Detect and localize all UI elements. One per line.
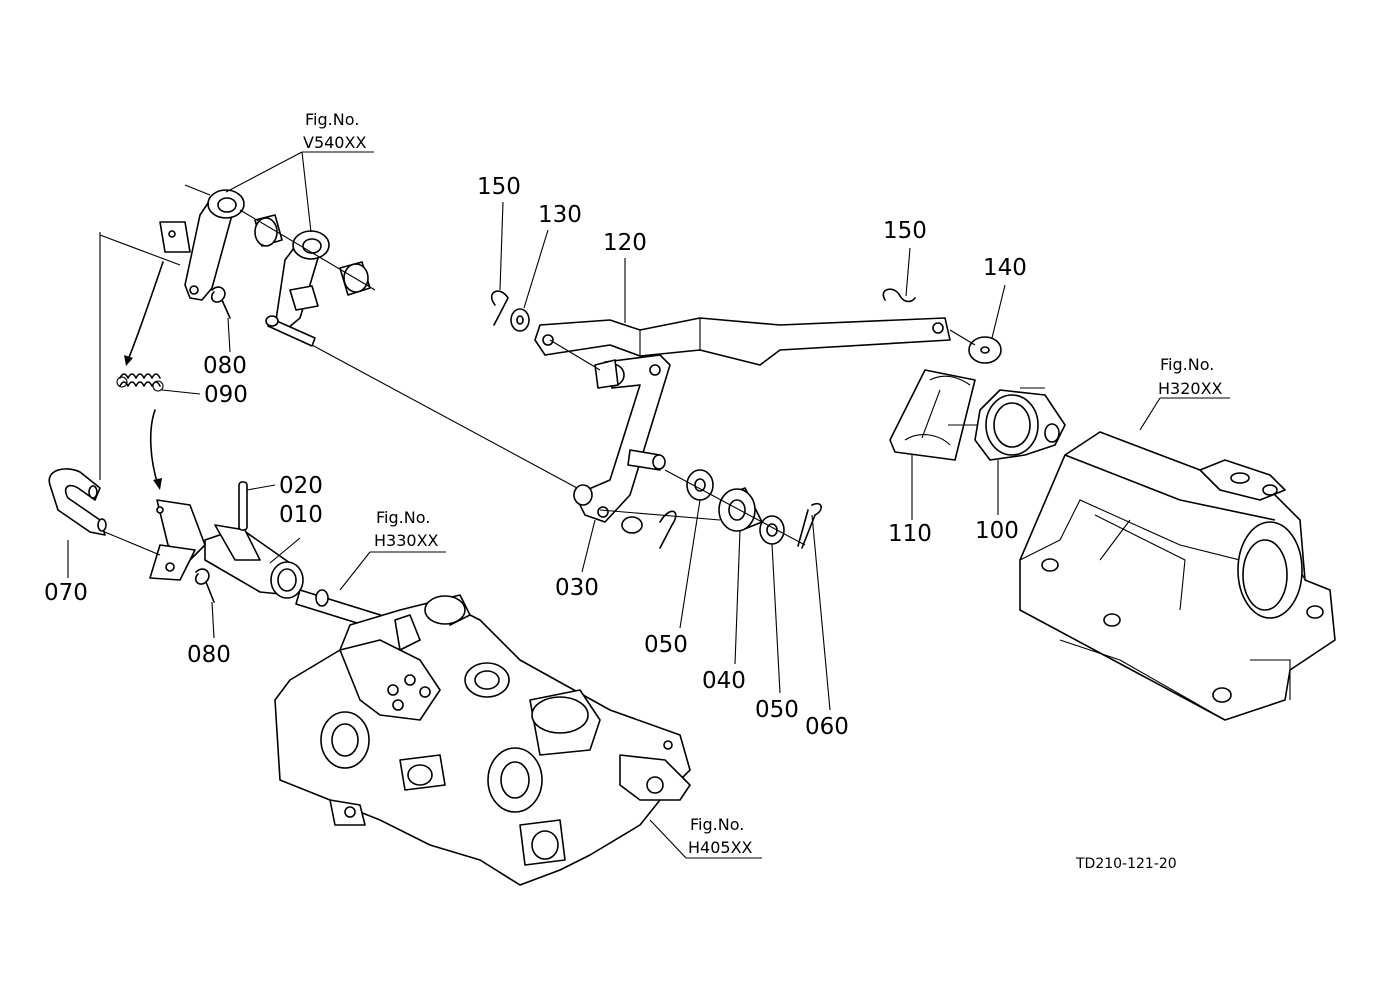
fig-ref-h330-line1: Fig.No. [376, 508, 430, 527]
part-label-140: 140 [983, 255, 1027, 281]
valve-body [274, 594, 691, 886]
part-label-120: 120 [603, 230, 647, 256]
part-label-100: 100 [975, 518, 1019, 544]
washer-050-left [686, 469, 714, 501]
fig-ref-v540-line1: Fig.No. [305, 110, 359, 129]
clip-080-lower [194, 568, 215, 603]
part-label-080-lower: 080 [187, 642, 231, 668]
part-label-010: 010 [279, 502, 323, 528]
rod-120 [534, 317, 951, 366]
fig-ref-v540: Fig.No. V540XX [303, 110, 366, 152]
part-label-150-right: 150 [883, 218, 927, 244]
clip-150-right [882, 288, 916, 303]
part-label-050-right: 050 [755, 697, 799, 723]
part-label-130: 130 [538, 202, 582, 228]
clip-080-upper [210, 286, 231, 319]
upper-linkage-arms [99, 184, 376, 347]
part-label-050-left: 050 [644, 632, 688, 658]
part-label-110: 110 [888, 521, 932, 547]
fig-ref-h330: Fig.No. H330XX [374, 508, 439, 550]
part-label-060: 060 [805, 714, 849, 740]
part-label-070: 070 [44, 580, 88, 606]
flange-100 [974, 389, 1066, 461]
part-label-150-left: 150 [477, 174, 521, 200]
lever-010 [149, 499, 304, 599]
part-label-090: 090 [204, 382, 248, 408]
housing [1019, 431, 1336, 721]
fig-ref-h320: Fig.No. H320XX [1158, 355, 1223, 398]
fig-ref-v540-line2: V540XX [303, 133, 366, 152]
fig-ref-h330-line2: H330XX [374, 531, 439, 550]
fig-ref-h405: Fig.No. H405XX [688, 815, 753, 857]
part-label-080-upper: 080 [203, 353, 247, 379]
washer-050-right [759, 515, 785, 545]
fig-ref-h405-line1: Fig.No. [690, 815, 744, 834]
bushing-040 [718, 487, 763, 532]
drawing-code: TD210-121-20 [1075, 856, 1177, 872]
pin-020 [238, 481, 248, 531]
fig-ref-h320-line1: Fig.No. [1160, 355, 1214, 374]
plate-110 [889, 369, 976, 461]
clip-150-left [490, 290, 509, 326]
part-label-040: 040 [702, 668, 746, 694]
fig-ref-h405-line2: H405XX [688, 838, 753, 857]
arm-030 [573, 354, 671, 523]
part-label-030: 030 [555, 575, 599, 601]
spring-090 [116, 373, 164, 392]
part-label-020: 020 [279, 473, 323, 499]
cotter-060 [801, 502, 822, 549]
fig-ref-h320-line2: H320XX [1158, 379, 1223, 398]
hook-070 [48, 468, 107, 536]
